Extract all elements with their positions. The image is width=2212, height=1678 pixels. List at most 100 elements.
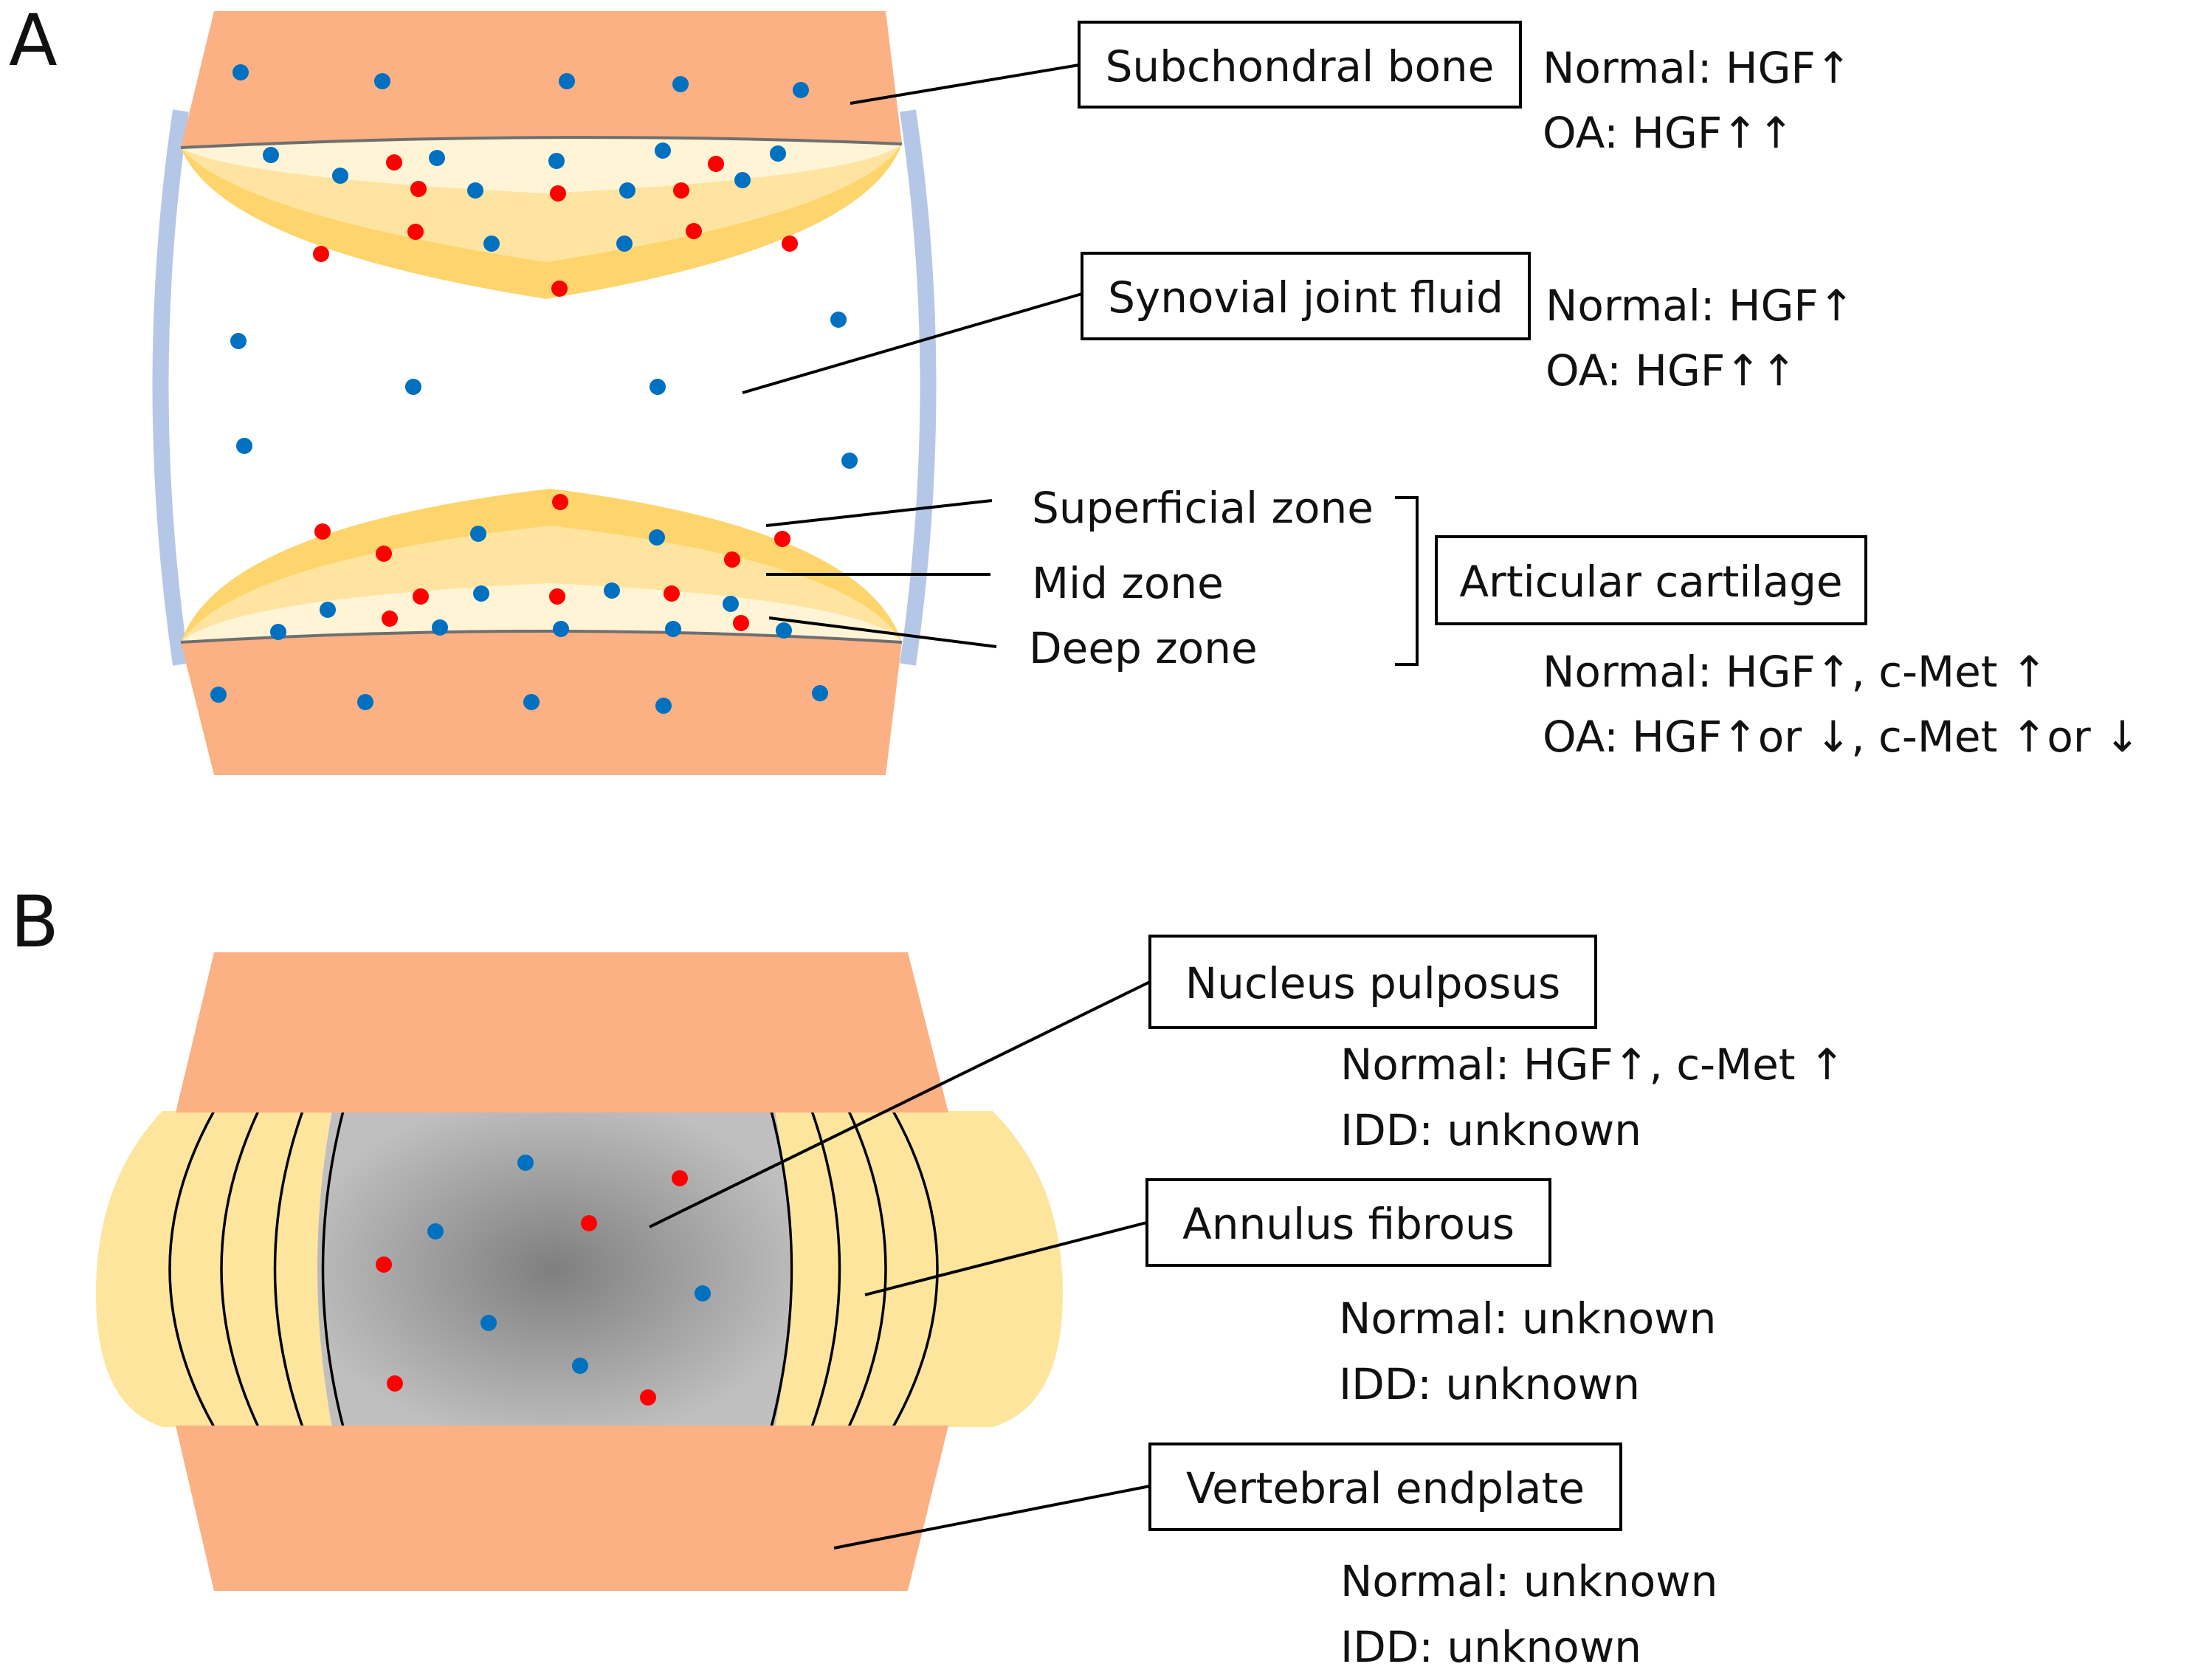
vertebral-endplate-label: Vertebral endplate bbox=[1186, 1463, 1585, 1513]
red-dot bbox=[386, 154, 402, 171]
leader-synovial-fluid bbox=[742, 292, 1083, 394]
blue-dot bbox=[672, 76, 689, 92]
cartilage-normal-note: Normal: HGF↑, c-Met ↑ bbox=[1543, 647, 2047, 697]
red-dot bbox=[550, 185, 566, 202]
red-dot bbox=[733, 615, 749, 631]
leader-nucleus-pulposus bbox=[649, 980, 1151, 1228]
blue-dot bbox=[841, 453, 858, 469]
upper-tidemark bbox=[180, 136, 903, 149]
blue-dot bbox=[470, 526, 486, 542]
leader-vertebral-endplate bbox=[833, 1485, 1151, 1550]
mid-zone-label: Mid zone bbox=[1032, 558, 1224, 608]
annulus-normal-note: Normal: unknown bbox=[1339, 1293, 1716, 1344]
upper-cartilage-deep bbox=[181, 137, 902, 193]
synovial-fluid-box bbox=[1081, 252, 1531, 340]
red-dot bbox=[672, 1170, 688, 1186]
blue-dot bbox=[320, 602, 336, 618]
blue-dot bbox=[467, 182, 483, 199]
annulus-ring bbox=[847, 1111, 887, 1427]
nucleus-idd-note: IDD: unknown bbox=[1340, 1105, 1641, 1155]
annulus-ring bbox=[168, 1111, 216, 1427]
annulus-fibrous-label: Annulus fibrous bbox=[1182, 1199, 1515, 1249]
endplate-normal-note: Normal: unknown bbox=[1340, 1556, 1717, 1606]
blue-dot bbox=[616, 235, 633, 252]
blue-cell-dots-b bbox=[427, 1155, 711, 1374]
blue-dot bbox=[357, 694, 373, 710]
blue-dot bbox=[332, 168, 348, 184]
blue-dot bbox=[572, 1358, 588, 1374]
red-dot bbox=[376, 1256, 392, 1273]
red-dot bbox=[314, 523, 331, 540]
annulus-ring bbox=[770, 1111, 793, 1427]
blue-dot bbox=[427, 1223, 444, 1239]
lower-vertebral-body bbox=[176, 1426, 948, 1591]
red-cell-dots-b bbox=[376, 1170, 688, 1406]
red-dot bbox=[410, 181, 427, 197]
intervertebral-disc-illustration bbox=[96, 952, 1063, 1591]
blue-dot bbox=[263, 147, 279, 163]
blue-dot bbox=[432, 619, 448, 636]
red-dot bbox=[708, 156, 724, 172]
upper-vertebral-body bbox=[176, 952, 948, 1113]
red-dot bbox=[581, 1215, 597, 1231]
red-dot bbox=[382, 611, 398, 627]
blue-dot bbox=[793, 82, 809, 98]
blue-dot bbox=[480, 1315, 497, 1331]
lower-tidemark bbox=[180, 630, 903, 644]
annulus-fibrous-box bbox=[1145, 1178, 1551, 1267]
red-dot bbox=[724, 551, 740, 568]
blue-dot bbox=[523, 694, 540, 710]
leader-superficial-zone bbox=[765, 499, 993, 527]
blue-dot bbox=[548, 153, 565, 169]
deep-zone-label: Deep zone bbox=[1029, 623, 1258, 673]
red-dot bbox=[664, 585, 680, 602]
blue-dot bbox=[776, 622, 792, 639]
red-dot bbox=[774, 531, 790, 547]
subchondral-oa-note: OA: HGF↑↑ bbox=[1543, 108, 1794, 158]
red-dot bbox=[551, 281, 568, 297]
blue-dot bbox=[649, 529, 665, 546]
leader-deep-zone bbox=[768, 616, 997, 648]
red-dot bbox=[782, 235, 798, 252]
blue-dot bbox=[604, 582, 620, 599]
red-dot bbox=[407, 224, 424, 240]
panel-a-letter: A bbox=[9, 0, 58, 82]
annulus-ring bbox=[892, 1111, 939, 1427]
cartilage-oa-note: OA: HGF↑or ↓, c-Met ↑or ↓ bbox=[1543, 712, 2140, 762]
upper-subchondral-bone bbox=[181, 11, 902, 148]
blue-dot bbox=[429, 150, 445, 166]
blue-dot bbox=[517, 1155, 534, 1171]
blue-dot bbox=[734, 172, 751, 188]
blue-dot bbox=[650, 379, 666, 395]
vertebral-endplate-box bbox=[1148, 1443, 1622, 1531]
blue-dot bbox=[559, 73, 575, 89]
endplate-idd-note: IDD: unknown bbox=[1340, 1622, 1641, 1672]
blue-dot bbox=[665, 621, 681, 637]
red-dot bbox=[549, 588, 565, 605]
leader-subchondral-bone bbox=[850, 63, 1080, 105]
leader-annulus-fibrous bbox=[864, 1221, 1148, 1296]
blue-cell-dots-a bbox=[210, 64, 858, 714]
synovial-oa-note: OA: HGF↑↑ bbox=[1546, 345, 1796, 396]
annulus-idd-note: IDD: unknown bbox=[1339, 1359, 1640, 1409]
annulus-lamellae bbox=[168, 1111, 939, 1427]
red-dot bbox=[673, 182, 689, 199]
lower-subchondral-bone bbox=[181, 631, 902, 775]
red-dot bbox=[387, 1375, 403, 1392]
annulus-ring bbox=[321, 1111, 345, 1427]
red-dot bbox=[376, 546, 392, 562]
blue-dot bbox=[374, 73, 390, 89]
blue-dot bbox=[483, 235, 500, 252]
annulus-rings bbox=[168, 1111, 939, 1427]
blue-dot bbox=[232, 64, 249, 80]
blue-dot bbox=[270, 624, 286, 640]
articular-cartilage-label: Articular cartilage bbox=[1459, 557, 1842, 607]
blue-dot bbox=[473, 585, 489, 602]
nucleus-pulposus-label: Nucleus pulposus bbox=[1185, 958, 1560, 1008]
subchondral-bone-label: Subchondral bone bbox=[1106, 41, 1495, 92]
subchondral-normal-note: Normal: HGF↑ bbox=[1543, 43, 1851, 93]
blue-dot bbox=[553, 621, 569, 637]
superficial-zone-label: Superficial zone bbox=[1032, 483, 1374, 533]
synovial-normal-note: Normal: HGF↑ bbox=[1546, 281, 1854, 331]
